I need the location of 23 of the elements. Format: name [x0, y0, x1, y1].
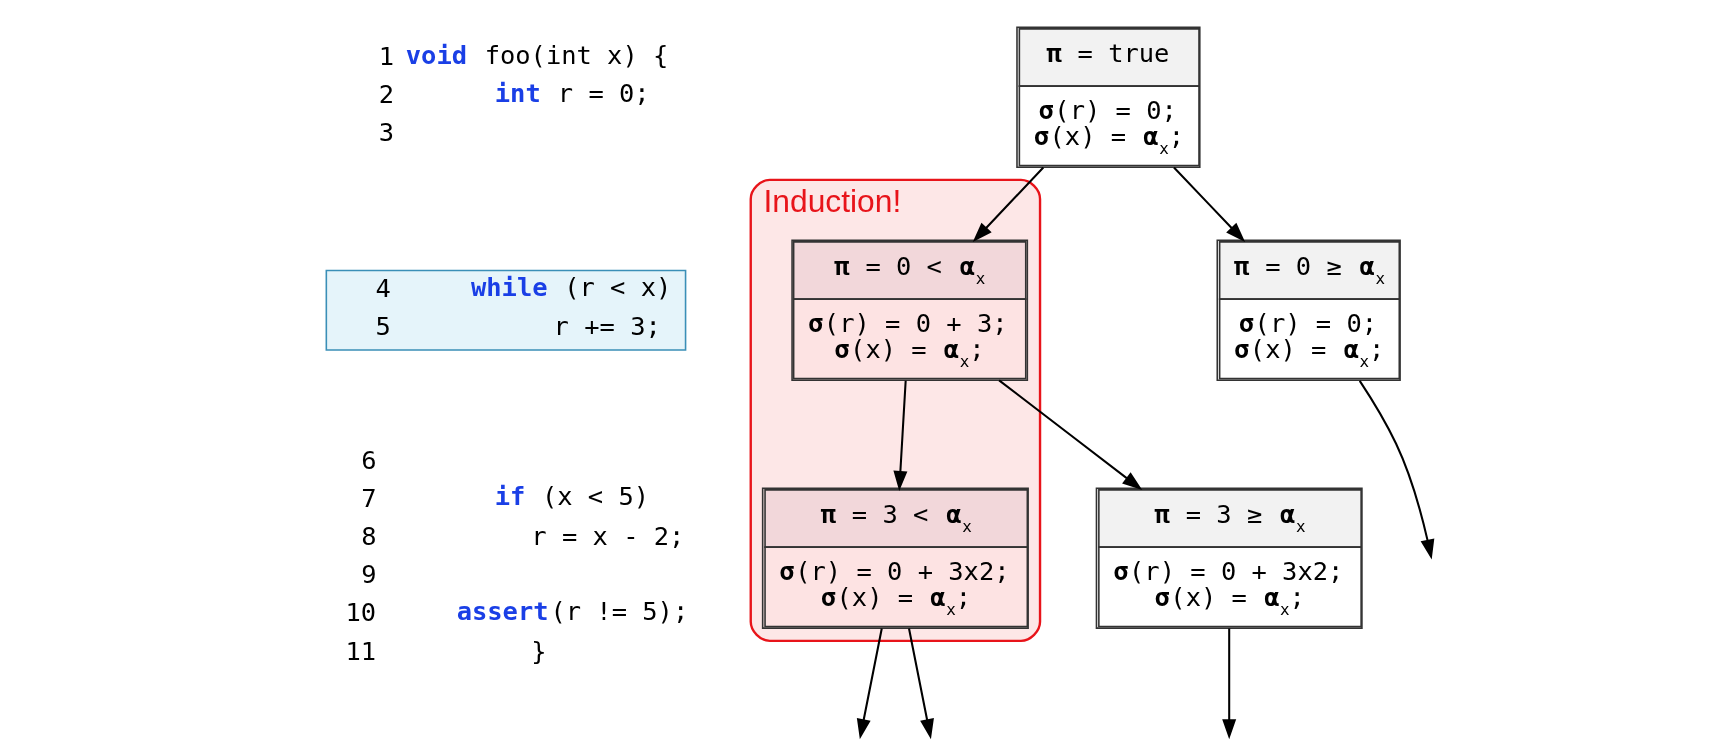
- label: int r = 0;: [494, 77, 650, 108]
- label: 1: [378, 41, 394, 72]
- label: 3: [378, 117, 394, 148]
- arrow: [998, 379, 1142, 491]
- arrow: [1358, 380, 1434, 560]
- label: void foo(int x) {: [405, 39, 668, 70]
- arrow: [856, 628, 883, 740]
- arrow: [1221, 628, 1236, 740]
- node-box: 4 while (r < x) 5 r += 3;: [325, 269, 686, 351]
- label: assert(r != 5);: [456, 595, 688, 626]
- arrow: [892, 380, 907, 491]
- label: if (x < 5): [494, 481, 649, 512]
- label: 11: [344, 635, 376, 666]
- label: 9: [360, 559, 377, 590]
- label: 2: [378, 79, 394, 110]
- label: 6: [360, 444, 377, 475]
- label: 8: [360, 521, 377, 552]
- arrow: [907, 628, 934, 740]
- label: }: [530, 635, 547, 666]
- label: 10: [344, 597, 376, 628]
- label: 7: [360, 483, 377, 514]
- label: r = x - 2;: [530, 521, 684, 552]
- arrow: [1172, 166, 1245, 243]
